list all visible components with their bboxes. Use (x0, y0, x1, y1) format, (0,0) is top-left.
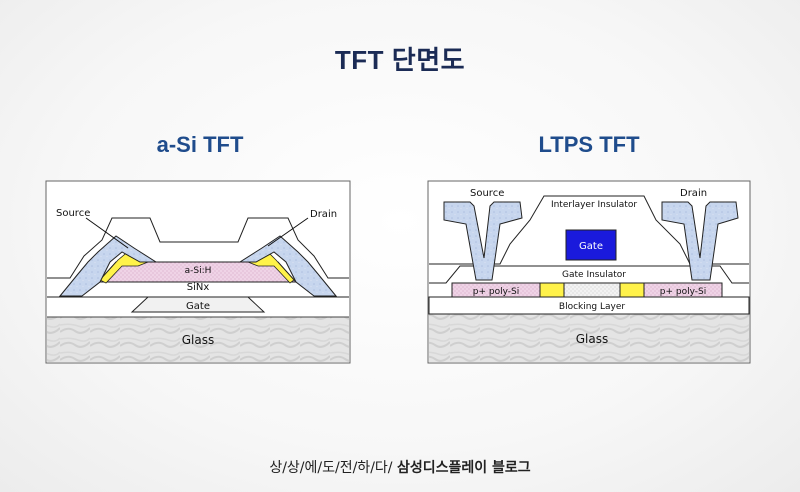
asi-passivation-layer (47, 217, 349, 279)
footer-brand: 삼성디스플레이 블로그 (396, 460, 531, 476)
ltps-drain-metal (661, 201, 739, 281)
asi-glass-layer (47, 317, 349, 362)
ltps-ldd-left (539, 282, 565, 298)
ltps-gate (565, 229, 617, 261)
asi-drain-label: Drain (310, 209, 337, 220)
asi-tft-diagram: Source Drain a-Si:H SiNx Gate Glass (45, 180, 351, 364)
ltps-glass-layer (429, 314, 749, 362)
ltps-glass-label: Glass (576, 332, 609, 346)
footer-prefix: 상/상/에/도/전/하/다/ (269, 460, 393, 476)
ltps-psi-left-label: p+ poly-Si (473, 287, 519, 297)
asi-glass-label: Glass (182, 333, 215, 347)
ltps-gate-label: Gate (579, 241, 603, 252)
ltps-psi-right-label: p+ poly-Si (660, 287, 706, 297)
ltps-interlayer-insulator (429, 195, 749, 265)
asi-gate-layer (130, 296, 266, 313)
ltps-interlayer-label: Interlayer Insulator (551, 200, 637, 210)
ltps-psi-right (643, 282, 723, 298)
asi-asih-label: a-Si:H (185, 266, 212, 276)
asi-sinx-label: SiNx (187, 282, 210, 293)
asi-drain-metal (238, 235, 338, 297)
asi-source-label: Source (56, 208, 90, 219)
asi-source-metal (58, 235, 158, 297)
asi-tft-title: a-Si TFT (156, 132, 244, 157)
asi-gate-label: Gate (186, 301, 210, 312)
ltps-tft-diagram: Source Drain Interlayer Insulator Gate G… (427, 180, 751, 364)
ltps-blocking-label: Blocking Layer (559, 302, 626, 312)
ltps-source-label: Source (470, 188, 504, 199)
footer-credit: 상/상/에/도/전/하/다/ 삼성디스플레이 블로그 (0, 457, 800, 477)
ltps-source-metal (443, 201, 523, 281)
ltps-tft-title: LTPS TFT (538, 132, 640, 157)
ltps-drain-label: Drain (680, 188, 707, 199)
ltps-gate-insulator-label: Gate Insulator (562, 270, 626, 280)
page-title: TFT 단면도 (334, 45, 466, 75)
ltps-gate-insulator (429, 265, 749, 284)
ltps-ldd-right (619, 282, 645, 298)
